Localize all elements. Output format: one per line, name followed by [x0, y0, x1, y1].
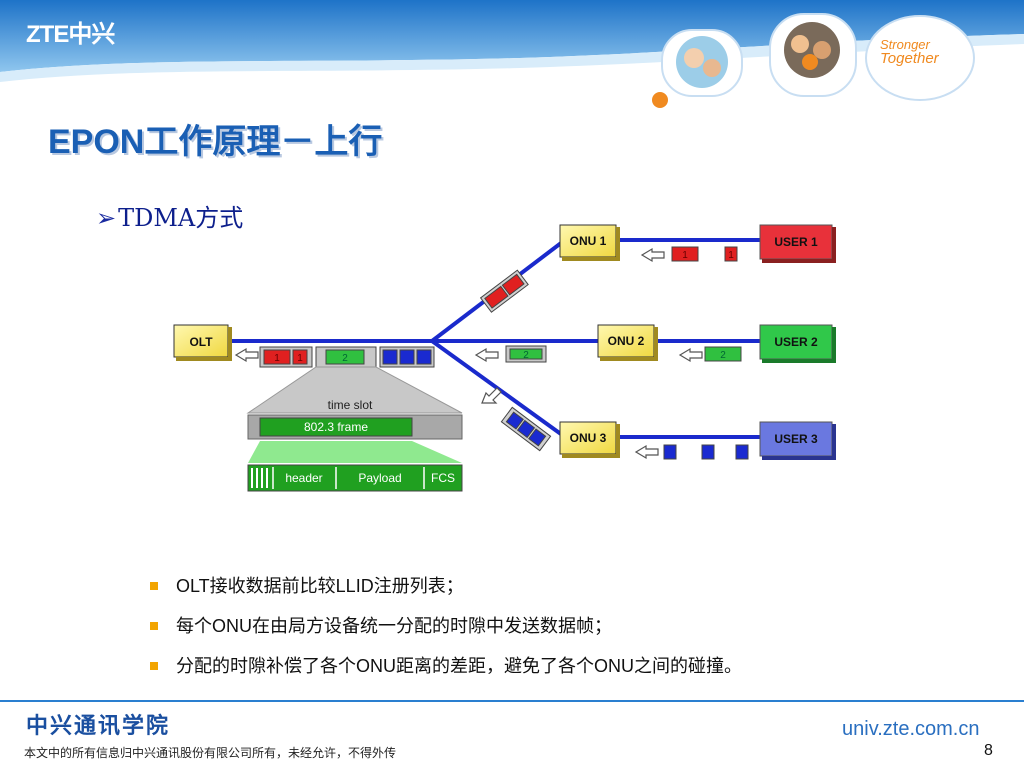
slide-header: ZTE中兴 Stronger Together [0, 0, 1024, 110]
packet-group-diagonal-3 [500, 406, 552, 452]
user-1-box: USER 1 [759, 224, 836, 263]
onu-1-box: ONU 1 [559, 224, 620, 261]
olt-label: OLT [189, 335, 213, 349]
bullet-text: 分配的时隙补偿了各个ONU距离的差距，避免了各个ONU之间的碰撞。 [176, 656, 742, 676]
zte-logo: ZTE中兴 [26, 21, 115, 48]
frame-field-header: header [285, 471, 322, 485]
bullet-text: 每个ONU在由局方设备统一分配的时隙中发送数据帧； [176, 616, 612, 636]
packet-user3 [735, 444, 749, 460]
user-3-label: USER 3 [774, 432, 818, 446]
packet-user1 [724, 246, 738, 262]
packet-group-diagonal-1 [479, 269, 529, 313]
left-arrow-icon [640, 247, 665, 263]
olt-box: OLT [173, 324, 232, 361]
packet-user2-label: 2 [720, 350, 726, 361]
packet-user3 [663, 444, 677, 460]
slide-title: EPON工作原理－上行 [48, 123, 383, 161]
user-2-box: USER 2 [759, 324, 836, 363]
packet-user3 [416, 349, 432, 365]
page-number: 8 [984, 742, 993, 759]
left-arrow-icon [474, 347, 499, 363]
packet-user3 [701, 444, 715, 460]
copyright-notice: 本文中的所有信息归中兴通讯股份有限公司所有，未经允许，不得外传 [24, 746, 397, 760]
bullet-item: 分配的时隙补偿了各个ONU距离的差距，避免了各个ONU之间的碰撞。 [150, 654, 742, 694]
frame-block [259, 417, 413, 437]
packet-user2-label: 2 [342, 353, 348, 364]
tagline-line2: Together [880, 50, 939, 67]
left-arrow-icon [678, 347, 703, 363]
bullet-text: OLT接收数据前比较LLID注册列表； [176, 576, 464, 596]
packet-user1 [292, 349, 308, 365]
square-bullet-icon [150, 662, 158, 670]
packet-user3 [399, 349, 415, 365]
tdma-diagram: OLT ONU 1 ONU 2 ONU 3 USER 1 USER 2 USER… [173, 224, 836, 492]
slide-subtitle: ➢TDMA方式 [96, 198, 243, 233]
square-bullet-icon [150, 622, 158, 630]
bullet-list: OLT接收数据前比较LLID注册列表； 每个ONU在由局方设备统一分配的时隙中发… [150, 574, 742, 694]
header-band [0, 0, 1024, 108]
packet-user1-label: 1 [682, 250, 688, 261]
up-left-arrow-icon [481, 387, 502, 404]
direction-arrows [234, 247, 703, 460]
packet-user2-label: 2 [523, 350, 529, 361]
packet-user2 [325, 349, 365, 365]
orange-dot-icon [652, 92, 668, 108]
packet-user1-label: 1 [297, 353, 303, 364]
left-arrow-icon [634, 444, 659, 460]
frame-label: 802.3 frame [304, 420, 368, 434]
user-2-label: USER 2 [774, 335, 818, 349]
left-arrow-icon [234, 347, 259, 363]
time-slot-label: time slot [328, 398, 373, 412]
trunk-packets: 1 1 2 [259, 346, 435, 368]
onu-3-box: ONU 3 [559, 421, 620, 458]
packet-user1 [263, 349, 291, 365]
packet-user1-label: 1 [728, 250, 734, 261]
packet-user2 [704, 346, 742, 362]
website-url: univ.zte.com.cn [842, 718, 980, 740]
packet-user3 [382, 349, 398, 365]
frame-structure [247, 464, 463, 492]
tagline-bubble [865, 15, 975, 101]
tagline-line1: Stronger [880, 37, 930, 52]
user-3-box: USER 3 [759, 421, 836, 460]
onu-2-box: ONU 2 [597, 324, 658, 361]
user-1-label: USER 1 [774, 235, 818, 249]
packet-user1 [671, 246, 699, 262]
frame-field-payload: Payload [358, 471, 401, 485]
arrow-bullet-icon: ➢ [96, 204, 117, 232]
subtitle-text: TDMA方式 [118, 204, 244, 232]
packet-user2 [509, 348, 543, 360]
bullet-item: OLT接收数据前比较LLID注册列表； [150, 574, 742, 614]
time-slot-expansion [246, 366, 463, 414]
frame-expansion [248, 441, 462, 463]
packet-user1-label: 1 [274, 353, 280, 364]
onu-3-label: ONU 3 [570, 431, 607, 445]
footer-divider [0, 700, 1024, 702]
tagline: Stronger Together [880, 37, 939, 67]
onu-2-label: ONU 2 [608, 334, 645, 348]
onu-1-label: ONU 1 [570, 234, 607, 248]
frame-field-fcs: FCS [431, 471, 455, 485]
square-bullet-icon [150, 582, 158, 590]
college-name: 中兴通讯学院 [26, 713, 171, 739]
bullet-item: 每个ONU在由局方设备统一分配的时隙中发送数据帧； [150, 614, 742, 654]
